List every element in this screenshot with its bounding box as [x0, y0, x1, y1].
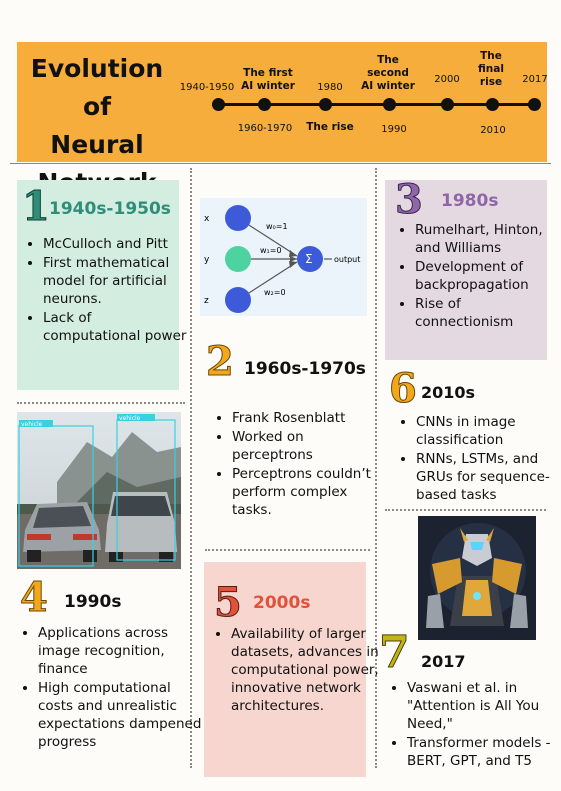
row-divider [385, 509, 546, 511]
timeline-label-second-winter: The second AI winter [361, 54, 415, 92]
timeline-dot [441, 98, 454, 111]
section-1980s [385, 180, 547, 360]
list-item: Vaswani et al. in "Attention is All You … [407, 679, 561, 733]
list-item: Availability of larger datasets, advance… [231, 625, 381, 715]
robot-image [418, 516, 536, 640]
label-x: x [204, 214, 210, 224]
section-heading-2000s: 2000s [253, 593, 311, 613]
section-heading-1980s: 1980s [441, 191, 499, 211]
timeline-label-1940: 1940-1950 [179, 82, 235, 93]
detection-label: vehicle [119, 415, 141, 422]
section-number-1: 1 [22, 183, 51, 231]
header-divider [10, 163, 551, 164]
title-line-2: Neural [50, 130, 144, 159]
label-y: y [204, 255, 210, 265]
title-line-1: Evolution of [30, 54, 164, 121]
detection-label: vehicle [21, 421, 43, 428]
list-item: Worked on perceptrons [232, 428, 382, 464]
list-item: Frank Rosenblatt [232, 409, 382, 427]
list-item: McCulloch and Pitt [43, 235, 193, 253]
section-heading-1960s: 1960s-1970s [244, 359, 366, 379]
section-heading-2017: 2017 [421, 652, 466, 671]
list-item: Transformer models - BERT, GPT, and T5 [407, 734, 561, 770]
timeline-dot [486, 98, 499, 111]
column-divider [375, 168, 377, 768]
row-divider [17, 402, 185, 404]
label-output: output [334, 255, 360, 264]
section-2017-list: Vaswani et al. in "Attention is All You … [389, 679, 561, 771]
label-w1: w₁=0 [260, 246, 282, 255]
detection-label-bg [117, 414, 155, 421]
timeline-label-1990: 1990 [381, 124, 407, 135]
timeline-label-the-rise: The rise [306, 121, 354, 133]
section-number-3: 3 [395, 176, 424, 224]
arrowhead [289, 261, 297, 268]
node-y [225, 246, 251, 272]
node-sum [297, 246, 323, 272]
timeline-dot [319, 98, 332, 111]
robot-image-svg [418, 516, 536, 640]
section-2000s [204, 562, 366, 777]
section-heading-2010s: 2010s [421, 383, 476, 402]
list-item: Rumelhart, Hinton, and Williams [415, 221, 561, 257]
perceptron-diagram-svg: x y z w₀=1 w₁=0 w₂=0 Σ output [204, 205, 360, 313]
timeline-dot [528, 98, 541, 111]
list-item: CNNs in image classification [416, 413, 561, 449]
section-heading-1990s: 1990s [64, 592, 122, 612]
list-item: RNNs, LSTMs, and GRUs for sequence-based… [416, 450, 561, 504]
timeline-label-2017: 2017 [522, 74, 548, 85]
timeline-label-2000: 2000 [434, 74, 460, 85]
column-divider [190, 168, 192, 768]
section-1940s [17, 180, 179, 390]
car-image-svg: vehicle vehicle [17, 412, 181, 569]
section-2000s-list: Availability of larger datasets, advance… [213, 625, 381, 716]
timeline-dot [383, 98, 396, 111]
label-w2: w₂=0 [264, 288, 286, 297]
node-x [225, 205, 251, 231]
row-divider [205, 549, 370, 551]
list-item: Perceptrons couldn’t perform complex tas… [232, 465, 382, 519]
list-item: Development of backpropagation [415, 258, 561, 294]
self-driving-car-image: vehicle vehicle [17, 412, 181, 569]
label-z: z [204, 296, 209, 306]
section-number-2: 2 [206, 338, 235, 386]
detection-label-bg [19, 420, 53, 427]
timeline-label-2010: 2010 [480, 125, 506, 136]
list-item: High computational costs and unrealistic… [38, 679, 206, 751]
section-1980s-list: Rumelhart, Hinton, and Williams Developm… [397, 221, 561, 332]
timeline-dot [212, 98, 225, 111]
list-item: Applications across image recognition, f… [38, 624, 206, 678]
section-number-4: 4 [20, 574, 49, 622]
section-heading-1940s: 1940s-1950s [49, 199, 171, 219]
section-1990s-list: Applications across image recognition, f… [20, 624, 206, 752]
section-number-7: 7 [379, 627, 411, 679]
section-2010s-list: CNNs in image classification RNNs, LSTMs… [398, 413, 561, 505]
arrowhead [289, 250, 297, 257]
label-w0: w₀=1 [266, 222, 288, 231]
list-item: Rise of connectionism [415, 295, 561, 331]
timeline-label-1960: 1960-1970 [237, 123, 293, 134]
timeline-dot [258, 98, 271, 111]
list-item: Lack of computational power [43, 309, 193, 345]
list-item: First mathematical model for artificial … [43, 254, 193, 308]
timeline-label-first-winter: The first AI winter [241, 67, 295, 92]
arrowhead [290, 256, 297, 262]
detection-box [18, 425, 94, 567]
section-1960s-list: Frank Rosenblatt Worked on perceptrons P… [214, 409, 382, 520]
section-number-6: 6 [389, 365, 418, 413]
perceptron-diagram: x y z w₀=1 w₁=0 w₂=0 Σ output [200, 198, 367, 316]
header-banner [17, 42, 547, 162]
node-z [225, 287, 251, 313]
timeline-line [212, 103, 534, 106]
section-1940s-list: McCulloch and Pitt First mathematical mo… [25, 235, 193, 346]
timeline-label-1980: 1980 [317, 82, 343, 93]
section-number-5: 5 [214, 579, 243, 627]
sum-symbol: Σ [305, 252, 313, 266]
timeline-label-final-rise: The final rise [478, 50, 504, 88]
